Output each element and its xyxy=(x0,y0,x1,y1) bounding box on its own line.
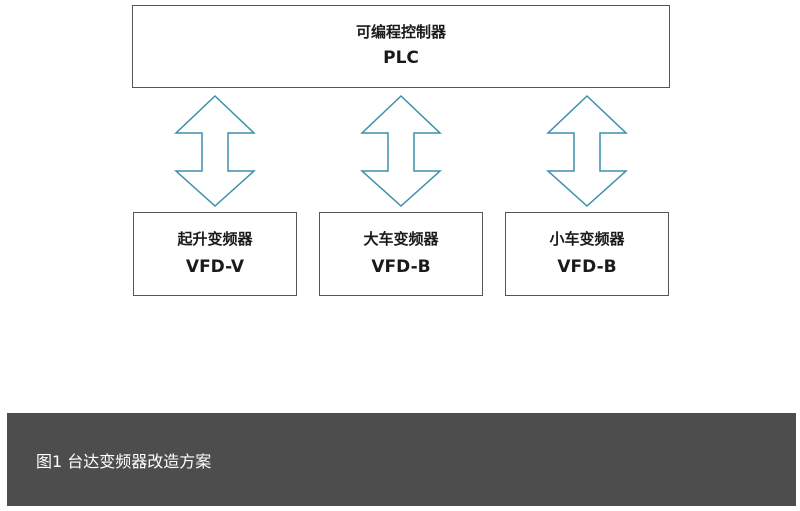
plc-title-cn: 可编程控制器 xyxy=(355,23,446,42)
plc-controller-box: 可编程控制器 PLC xyxy=(132,5,670,88)
vfd-trolley-box: 小车变频器 VFD-B xyxy=(505,212,669,296)
vfd-bridge-title-cn: 大车变频器 xyxy=(363,229,439,248)
arrow-plc-hoist xyxy=(174,94,256,208)
vfd-bridge-box: 大车变频器 VFD-B xyxy=(319,212,483,296)
figure-caption: 图1 台达变频器改造方案 xyxy=(36,451,212,471)
vfd-hoist-box: 起升变频器 VFD-V xyxy=(133,212,297,296)
vfd-trolley-title-en: VFD-B xyxy=(557,256,617,277)
vfd-hoist-title-cn: 起升变频器 xyxy=(177,229,253,248)
vfd-hoist-title-en: VFD-V xyxy=(185,256,245,277)
plc-title-en: PLC xyxy=(383,48,419,69)
arrow-plc-bridge xyxy=(360,94,442,208)
vfd-bridge-title-en: VFD-B xyxy=(371,256,431,277)
vfd-trolley-title-cn: 小车变频器 xyxy=(549,229,625,248)
figure-caption-bar: 图1 台达变频器改造方案 xyxy=(7,413,796,506)
arrow-plc-trolley xyxy=(546,94,628,208)
